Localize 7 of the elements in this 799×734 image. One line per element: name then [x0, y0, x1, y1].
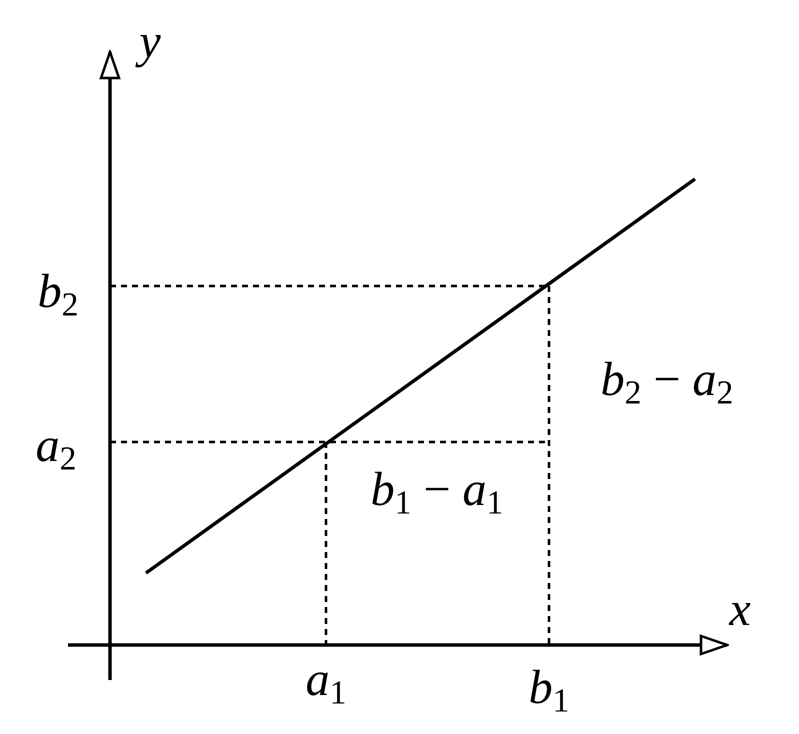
- difference-label: b$_{1}$ − a$_{1}$: [370, 466, 504, 514]
- tick-label: b$_{1}$: [528, 664, 570, 712]
- difference-label: b$_{2}$ − a$_{2}$: [600, 356, 734, 404]
- tick-label: b$_{2}$: [38, 268, 78, 316]
- axis-label: x: [729, 586, 751, 634]
- tick-label: a$_{2}$: [36, 422, 76, 470]
- tick-label: a$_{1}$: [306, 656, 346, 704]
